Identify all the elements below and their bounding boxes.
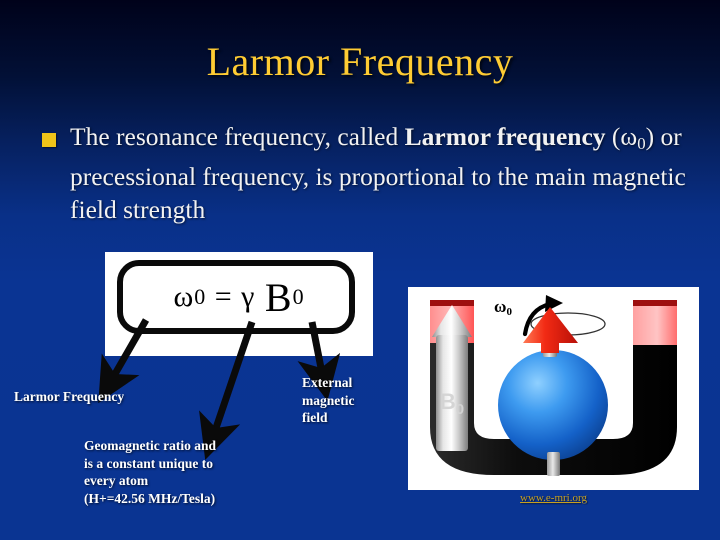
callout-gyromagnetic-ratio: Geomagnetic ratio and is a constant uniq…	[84, 437, 289, 507]
bullet-text-subscript: 0	[637, 134, 646, 154]
bullet-text-part2: (ω	[605, 122, 638, 151]
callout-field-line2: magnetic	[302, 392, 355, 408]
callout-gamma-line3: every atom	[84, 473, 149, 488]
magnet-left-pole-cap	[430, 300, 474, 306]
mri-precession-figure: B0 ω0	[408, 287, 699, 490]
figure-caption-text: www.e-mri.org	[520, 492, 587, 504]
callout-field-line3: field	[302, 410, 328, 425]
callout-external-magnetic-field: External magnetic field	[302, 374, 397, 427]
callout-larmor-text: Larmor Frequency	[14, 389, 125, 404]
bullet-marker-icon	[42, 133, 56, 147]
bullet-text-part3: ) or precessional frequency, is proporti…	[70, 122, 686, 225]
callout-gamma-line2: is a constant unique to	[84, 455, 214, 471]
bullet-item: The resonance frequency, called Larmor f…	[42, 120, 687, 226]
spin-vector-arrow	[523, 307, 578, 353]
callout-larmor-frequency: Larmor Frequency	[14, 388, 194, 406]
bullet-text-bold: Larmor frequency	[404, 122, 606, 151]
figure-caption-link[interactable]: www.e-mri.org	[408, 492, 699, 504]
spin-axis-bottom	[547, 452, 560, 476]
magnet-right-pole-cap	[633, 300, 677, 306]
formula-omega-subscript: 0	[194, 284, 207, 309]
formula-field: B	[264, 274, 293, 320]
formula-equals: =	[206, 280, 242, 313]
bullet-text: The resonance frequency, called Larmor f…	[70, 120, 687, 226]
magnet-right-pole	[633, 303, 677, 345]
page-title: Larmor Frequency	[206, 39, 514, 84]
bullet-text-part1: The resonance frequency, called	[70, 122, 405, 151]
formula-gamma: γ	[241, 280, 256, 313]
formula-field-subscript: 0	[292, 284, 305, 309]
callout-gamma-line1: Geomagnetic ratio and	[84, 438, 216, 453]
callout-field-line1: External	[302, 375, 353, 390]
callout-gamma-line4: (H+=42.56 MHz/Tesla)	[84, 490, 216, 506]
b0-field-arrow: B0	[432, 305, 472, 451]
nucleus-sphere	[498, 350, 608, 460]
formula-omega: ω	[173, 280, 195, 313]
